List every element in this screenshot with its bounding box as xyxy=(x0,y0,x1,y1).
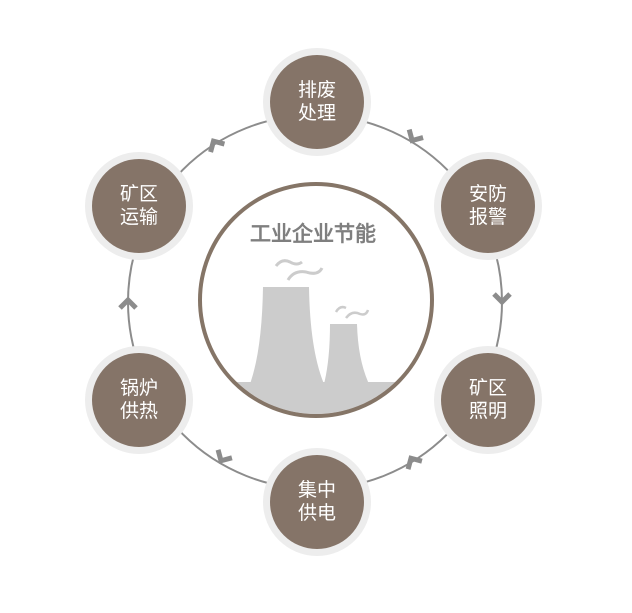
node-label-line1: 排废 xyxy=(297,79,336,101)
node-inner: 安防 报警 xyxy=(441,159,535,253)
node-label-line2: 报警 xyxy=(468,206,507,228)
node-label-line2: 处理 xyxy=(297,102,336,124)
node-inner: 矿区 照明 xyxy=(441,353,535,447)
node-label-line2: 照明 xyxy=(468,400,507,422)
node-label-line1: 矿区 xyxy=(468,377,507,399)
arrow-icon xyxy=(208,138,226,153)
node-inner: 排废 处理 xyxy=(270,55,364,149)
arrow-icon xyxy=(406,128,424,144)
node-label-line1: 矿区 xyxy=(119,183,158,205)
node-waste-treatment[interactable]: 排废 处理 xyxy=(263,48,371,156)
node-mine-lighting[interactable]: 矿区 照明 xyxy=(434,346,542,454)
arrow-icon xyxy=(118,296,138,310)
node-inner: 锅炉 供热 xyxy=(92,353,186,447)
node-label-line1: 锅炉 xyxy=(119,377,158,399)
arrow-icon xyxy=(492,292,512,306)
node-mine-transport[interactable]: 矿区 运输 xyxy=(85,152,193,260)
node-boiler-heating[interactable]: 锅炉 供热 xyxy=(85,346,193,454)
node-centralized-power[interactable]: 集中 供电 xyxy=(263,448,371,556)
center-circle-ring xyxy=(198,182,434,418)
node-label-line1: 安防 xyxy=(468,183,507,205)
center-title: 工业企业节能 xyxy=(250,222,376,246)
arrow-icon xyxy=(215,449,233,464)
node-inner: 矿区 运输 xyxy=(92,159,186,253)
node-inner: 集中 供电 xyxy=(270,455,364,549)
arrow-icon xyxy=(405,455,423,470)
node-security-alarm[interactable]: 安防 报警 xyxy=(434,152,542,260)
node-label-line2: 供热 xyxy=(119,400,158,422)
node-label-line2: 供电 xyxy=(297,502,336,524)
node-label-line1: 集中 xyxy=(297,479,336,501)
node-label-line2: 运输 xyxy=(119,206,158,228)
